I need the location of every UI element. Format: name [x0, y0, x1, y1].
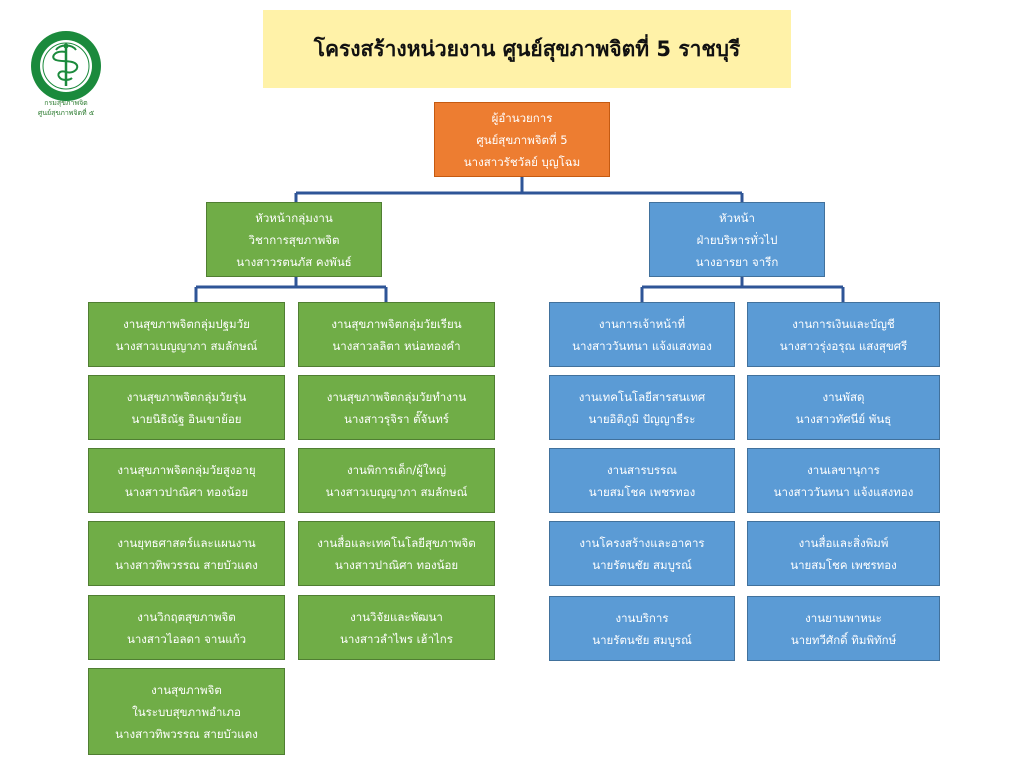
unit-box[interactable]: งานยานพาหนะ นายทวีศักดิ์ ทิมพิทักษ์: [747, 596, 940, 661]
unit-box-district-mental-health[interactable]: งานสุขภาพจิต ในระบบสุขภาพอำเภอ นางสาวทิพ…: [88, 668, 285, 755]
unit-box[interactable]: งานยุทธศาสตร์และแผนงาน นางสาวทิพวรรณ สาย…: [88, 521, 285, 586]
admin-head-group: ฝ่ายบริหารทั่วไป: [696, 232, 778, 247]
unit-name: งานสุขภาพจิตกลุ่มวัยสูงอายุ: [117, 462, 256, 477]
unit-person: นางสาววันทนา แจ้งแสงทอง: [773, 484, 914, 499]
unit-person: นางสาวเบญญาภา สมลักษณ์: [325, 484, 468, 499]
unit-person: นางสาวลลิตา หน่อทองคำ: [332, 338, 461, 353]
unit-name: งานวิจัยและพัฒนา: [350, 609, 443, 624]
unit-name-cont: ในระบบสุขภาพอำเภอ: [132, 704, 241, 719]
unit-person: นายอิติภูมิ ปัญญาธีระ: [588, 411, 696, 426]
unit-name: งานสุขภาพจิตกลุ่มวัยเรียน: [331, 316, 462, 331]
page-title: โครงสร้างหน่วยงาน ศูนย์สุขภาพจิตที่ 5 รา…: [263, 10, 791, 88]
unit-name: งานยุทธศาสตร์และแผนงาน: [117, 535, 256, 550]
unit-name: งานพิการเด็ก/ผู้ใหญ่: [346, 462, 447, 477]
unit-person: นางสาวทิพวรรณ สายบัวแดง: [115, 557, 258, 572]
unit-box[interactable]: งานเลขานุการ นางสาววันทนา แจ้งแสงทอง: [747, 448, 940, 513]
unit-box[interactable]: งานพิการเด็ก/ผู้ใหญ่ นางสาวเบญญาภา สมลัก…: [298, 448, 495, 513]
unit-box[interactable]: งานการเจ้าหน้าที่ นางสาววันทนา แจ้งแสงทอ…: [549, 302, 735, 367]
logo-caption-line2: ศูนย์สุขภาพจิตที่ ๕: [37, 109, 95, 117]
unit-name: งานการเงินและบัญชี: [792, 316, 895, 331]
unit-name: งานสื่อและสิ่งพิมพ์: [798, 535, 889, 550]
unit-person: นายทวีศักดิ์ ทิมพิทักษ์: [790, 632, 897, 647]
unit-box[interactable]: งานสื่อและสิ่งพิมพ์ นายสมโชค เพชรทอง: [747, 521, 940, 586]
unit-name: งานสารบรรณ: [607, 462, 677, 477]
unit-name: งานสุขภาพจิตกลุ่มวัยทำงาน: [326, 389, 467, 404]
unit-person: นางสาวปาณิศา ทองน้อย: [334, 557, 459, 572]
logo-caption: กรมสุขภาพจิต ศูนย์สุขภาพจิตที่ ๕: [14, 98, 118, 118]
director-name: นางสาวรัชวัลย์ บุญโฉม: [463, 154, 581, 169]
unit-box[interactable]: งานวิกฤตสุขภาพจิต นางสาวไอลดา จานแก้ว: [88, 595, 285, 660]
unit-person: นายรัตนชัย สมบูรณ์: [592, 632, 692, 647]
academic-head-group: วิชาการสุขภาพจิต: [248, 232, 340, 247]
unit-box[interactable]: งานวิจัยและพัฒนา นางสาวลำไพร เฮ้าไกร: [298, 595, 495, 660]
unit-person: นางสาวรุ่งอรุณ แสงสุขศรี: [779, 338, 908, 353]
unit-person: นายสมโชค เพชรทอง: [588, 484, 696, 499]
unit-person: นางสาวรุจิรา ตั๊จันทร์: [344, 411, 449, 426]
unit-box[interactable]: งานเทคโนโลยีสารสนเทศ นายอิติภูมิ ปัญญาธี…: [549, 375, 735, 440]
unit-box[interactable]: งานสุขภาพจิตกลุ่มวัยทำงาน นางสาวรุจิรา ต…: [298, 375, 495, 440]
academic-head-name: นางสาวรตนภัส คงพันธ์: [236, 254, 352, 269]
admin-head-name: นางอารยา จารีก: [695, 254, 779, 269]
unit-box[interactable]: งานสุขภาพจิตกลุ่มวัยเรียน นางสาวลลิตา หน…: [298, 302, 495, 367]
unit-name: งานสุขภาพจิตกลุ่มวัยรุ่น: [126, 389, 247, 404]
unit-box[interactable]: งานสารบรรณ นายสมโชค เพชรทอง: [549, 448, 735, 513]
logo-caption-line1: กรมสุขภาพจิต: [44, 99, 88, 107]
unit-person: นางสาวเบญญาภา สมลักษณ์: [115, 338, 258, 353]
unit-person: นางสาวปาณิศา ทองน้อย: [124, 484, 249, 499]
unit-person: นายสมโชค เพชรทอง: [790, 557, 897, 572]
unit-name: งานสุขภาพจิต: [151, 682, 222, 697]
unit-name: งานพัสดุ: [822, 389, 865, 404]
unit-person: นางสาวทัศนีย์ พันธุ: [795, 411, 892, 426]
director-org: ศูนย์สุขภาพจิตที่ 5: [476, 132, 568, 147]
admin-head-box[interactable]: หัวหน้า ฝ่ายบริหารทั่วไป นางอารยา จารีก: [649, 202, 825, 277]
unit-person: นางสาวไอลดา จานแก้ว: [126, 631, 247, 646]
unit-name: งานสื่อและเทคโนโลยีสุขภาพจิต: [317, 535, 476, 550]
unit-box[interactable]: งานสื่อและเทคโนโลยีสุขภาพจิต นางสาวปาณิศ…: [298, 521, 495, 586]
admin-head-title: หัวหน้า: [719, 210, 755, 225]
unit-person: นางสาวทิพวรรณ สายบัวแดง: [115, 726, 258, 741]
unit-name: งานสุขภาพจิตกลุ่มปฐมวัย: [123, 316, 250, 331]
unit-box[interactable]: งานการเงินและบัญชี นางสาวรุ่งอรุณ แสงสุข…: [747, 302, 940, 367]
unit-box[interactable]: งานสุขภาพจิตกลุ่มปฐมวัย นางสาวเบญญาภา สม…: [88, 302, 285, 367]
unit-box[interactable]: งานบริการ นายรัตนชัย สมบูรณ์: [549, 596, 735, 661]
unit-name: งานวิกฤตสุขภาพจิต: [137, 609, 236, 624]
unit-person: นายนิธิณัฐ อินเขาย้อย: [131, 411, 242, 426]
unit-person: นายรัตนชัย สมบูรณ์: [592, 557, 692, 572]
unit-person: นางสาววันทนา แจ้งแสงทอง: [572, 338, 712, 353]
unit-person: นางสาวลำไพร เฮ้าไกร: [340, 631, 453, 646]
academic-group-head-box[interactable]: หัวหน้ากลุ่มงาน วิชาการสุขภาพจิต นางสาวร…: [206, 202, 382, 277]
unit-box[interactable]: งานสุขภาพจิตกลุ่มวัยสูงอายุ นางสาวปาณิศา…: [88, 448, 285, 513]
unit-name: งานเลขานุการ: [807, 462, 880, 477]
unit-name: งานบริการ: [615, 610, 669, 625]
unit-name: งานโครงสร้างและอาคาร: [579, 535, 705, 550]
director-title: ผู้อำนวยการ: [491, 110, 553, 125]
director-box[interactable]: ผู้อำนวยการ ศูนย์สุขภาพจิตที่ 5 นางสาวรั…: [434, 102, 610, 177]
unit-name: งานการเจ้าหน้าที่: [598, 316, 686, 331]
unit-box[interactable]: งานสุขภาพจิตกลุ่มวัยรุ่น นายนิธิณัฐ อินเ…: [88, 375, 285, 440]
unit-name: งานเทคโนโลยีสารสนเทศ: [578, 389, 706, 404]
unit-box[interactable]: งานโครงสร้างและอาคาร นายรัตนชัย สมบูรณ์: [549, 521, 735, 586]
ministry-logo: [31, 31, 101, 101]
unit-name: งานยานพาหนะ: [805, 610, 882, 625]
academic-head-title: หัวหน้ากลุ่มงาน: [255, 210, 333, 225]
unit-box[interactable]: งานพัสดุ นางสาวทัศนีย์ พันธุ: [747, 375, 940, 440]
